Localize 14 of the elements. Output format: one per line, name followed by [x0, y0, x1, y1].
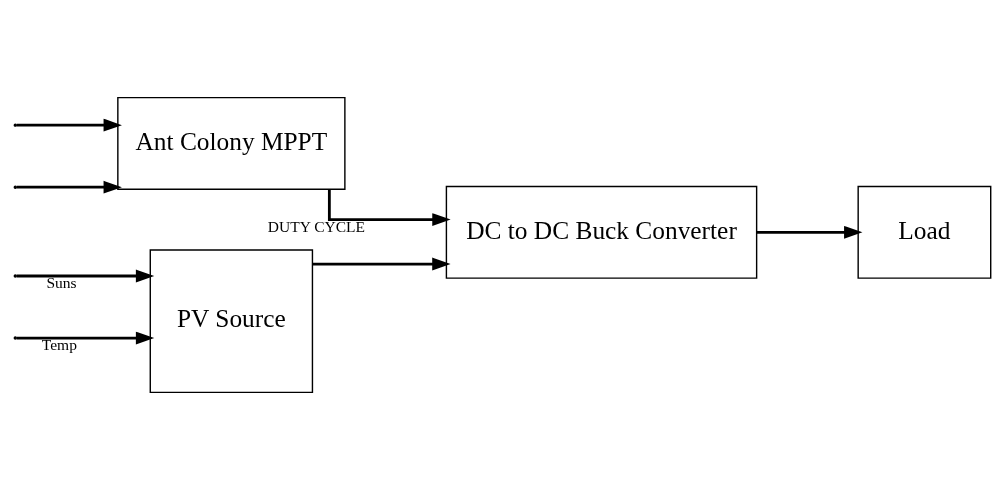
node-box: Ant Colony MPPT: [117, 96, 346, 190]
arrow: [327, 189, 451, 226]
node-box: PV Source: [149, 248, 314, 393]
arrow: [16, 331, 155, 344]
arrow: [16, 118, 122, 132]
arrow: [16, 269, 155, 282]
edge-label: Temp: [41, 335, 77, 353]
node-box: DC to DC Buck Converter: [445, 185, 758, 279]
node-box: Load: [857, 185, 992, 279]
edge-label: DUTY CYCLE: [267, 217, 365, 235]
arrow: [16, 180, 122, 194]
arrow: [756, 225, 863, 239]
arrow: [312, 257, 451, 270]
edge-label: Suns: [46, 273, 77, 291]
